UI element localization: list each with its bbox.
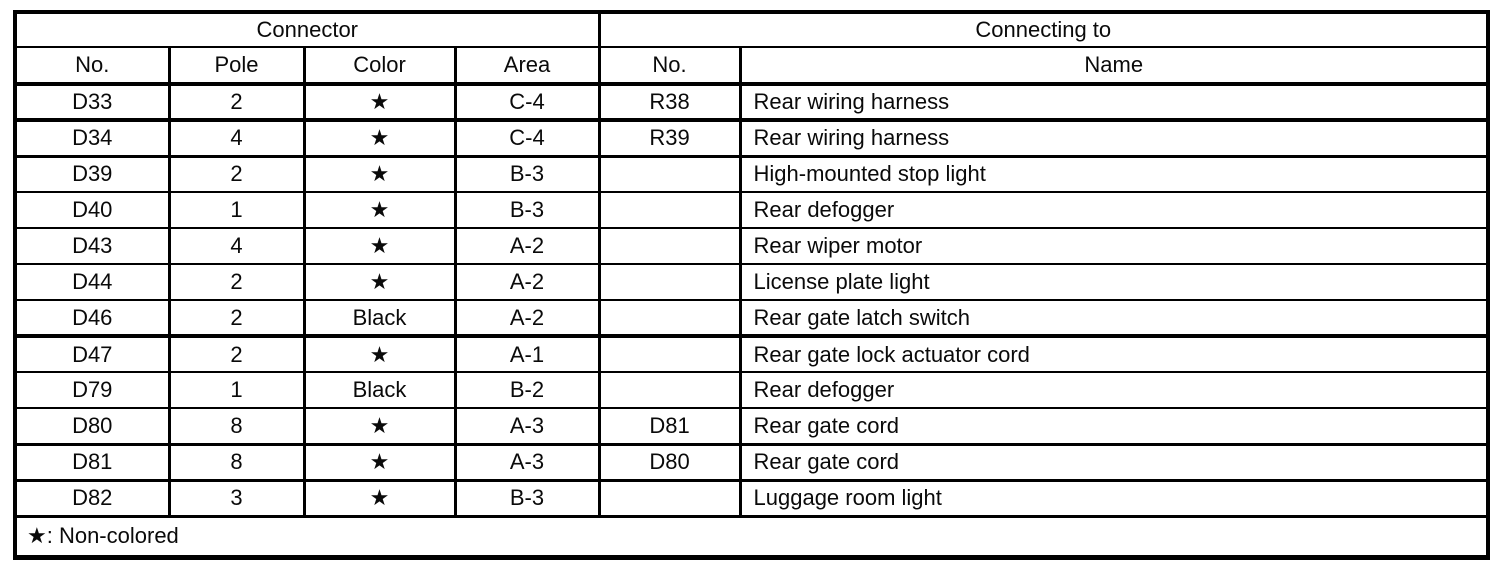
column-header-pole: Pole	[167, 46, 306, 86]
column-header-connecting-no: No.	[597, 46, 742, 86]
cell-connecting-no: D80	[597, 443, 742, 482]
cell-pole: 2	[167, 155, 306, 193]
table-row: D43 4 ★ A-2 Rear wiper motor	[13, 227, 1490, 265]
footnote: ★: Non-colored	[13, 514, 1490, 558]
table-row: D44 2 ★ A-2 License plate light	[13, 263, 1490, 301]
column-header-row: No. Pole Color Area No. Name	[13, 46, 1490, 86]
cell-connecting-no	[597, 191, 742, 229]
cell-connecting-no	[597, 479, 742, 518]
cell-area: C-4	[453, 83, 601, 122]
cell-area: B-3	[453, 155, 601, 193]
cell-connector-no: D46	[13, 299, 171, 338]
cell-area: A-2	[453, 227, 601, 265]
cell-color: ★	[302, 155, 457, 193]
cell-connecting-name: Luggage room light	[738, 479, 1490, 518]
cell-connecting-name: License plate light	[738, 263, 1490, 301]
cell-connecting-name: Rear gate cord	[738, 443, 1490, 482]
cell-color: Black	[302, 299, 457, 338]
cell-connecting-no: R39	[597, 119, 742, 158]
cell-pole: 8	[167, 443, 306, 482]
cell-area: B-3	[453, 191, 601, 229]
cell-connecting-name: Rear defogger	[738, 191, 1490, 229]
cell-color: ★	[302, 263, 457, 301]
cell-connecting-no	[597, 227, 742, 265]
cell-area: A-1	[453, 335, 601, 373]
table-row: D81 8 ★ A-3 D80 Rear gate cord	[13, 443, 1490, 482]
cell-connecting-no	[597, 299, 742, 338]
footnote-row: ★: Non-colored	[13, 514, 1490, 558]
cell-color: ★	[302, 83, 457, 122]
group-header-row: Connector Connecting to	[13, 11, 1490, 48]
table-row: D79 1 Black B-2 Rear defogger	[13, 371, 1490, 409]
cell-connector-no: D34	[13, 119, 171, 158]
cell-connector-no: D81	[13, 443, 171, 482]
cell-color: ★	[302, 407, 457, 446]
cell-connector-no: D33	[13, 83, 171, 122]
cell-connecting-no: D81	[597, 407, 742, 446]
table-body: D33 2 ★ C-4 R38 Rear wiring harness D34 …	[13, 83, 1490, 518]
column-header-color: Color	[302, 46, 457, 86]
cell-connecting-no	[597, 155, 742, 193]
cell-connector-no: D47	[13, 335, 171, 373]
column-header-connector-no: No.	[13, 46, 171, 86]
cell-connecting-no: R38	[597, 83, 742, 122]
table-row: D46 2 Black A-2 Rear gate latch switch	[13, 299, 1490, 338]
cell-color: ★	[302, 119, 457, 158]
cell-pole: 2	[167, 263, 306, 301]
table-row: D40 1 ★ B-3 Rear defogger	[13, 191, 1490, 229]
cell-area: C-4	[453, 119, 601, 158]
cell-connecting-no	[597, 335, 742, 373]
column-header-name: Name	[738, 46, 1490, 86]
cell-connector-no: D79	[13, 371, 171, 409]
cell-connecting-name: Rear gate latch switch	[738, 299, 1490, 338]
table-row: D34 4 ★ C-4 R39 Rear wiring harness	[13, 119, 1490, 158]
cell-color: Black	[302, 371, 457, 409]
cell-connecting-name: Rear wiper motor	[738, 227, 1490, 265]
cell-pole: 1	[167, 371, 306, 409]
group-header-connecting-to: Connecting to	[597, 11, 1490, 48]
cell-connector-no: D44	[13, 263, 171, 301]
cell-connecting-name: Rear gate cord	[738, 407, 1490, 446]
cell-area: B-2	[453, 371, 601, 409]
cell-area: A-2	[453, 263, 601, 301]
cell-color: ★	[302, 191, 457, 229]
cell-pole: 1	[167, 191, 306, 229]
table-row: D39 2 ★ B-3 High-mounted stop light	[13, 155, 1490, 193]
cell-connector-no: D40	[13, 191, 171, 229]
cell-connecting-name: Rear defogger	[738, 371, 1490, 409]
cell-area: A-2	[453, 299, 601, 338]
table-row: D82 3 ★ B-3 Luggage room light	[13, 479, 1490, 518]
cell-color: ★	[302, 227, 457, 265]
cell-pole: 8	[167, 407, 306, 446]
cell-area: A-3	[453, 407, 601, 446]
connector-table: Connector Connecting to No. Pole Color A…	[13, 10, 1490, 560]
cell-connecting-name: Rear wiring harness	[738, 119, 1490, 158]
cell-pole: 3	[167, 479, 306, 518]
cell-area: A-3	[453, 443, 601, 482]
cell-color: ★	[302, 335, 457, 373]
cell-pole: 2	[167, 83, 306, 122]
cell-connector-no: D43	[13, 227, 171, 265]
cell-pole: 2	[167, 335, 306, 373]
cell-connecting-no	[597, 371, 742, 409]
table-row: D80 8 ★ A-3 D81 Rear gate cord	[13, 407, 1490, 446]
table-row: D47 2 ★ A-1 Rear gate lock actuator cord	[13, 335, 1490, 373]
cell-pole: 4	[167, 227, 306, 265]
cell-connector-no: D80	[13, 407, 171, 446]
column-header-area: Area	[453, 46, 601, 86]
cell-connecting-name: High-mounted stop light	[738, 155, 1490, 193]
cell-pole: 2	[167, 299, 306, 338]
cell-color: ★	[302, 443, 457, 482]
cell-connector-no: D39	[13, 155, 171, 193]
cell-connector-no: D82	[13, 479, 171, 518]
table-row: D33 2 ★ C-4 R38 Rear wiring harness	[13, 83, 1490, 122]
cell-connecting-no	[597, 263, 742, 301]
cell-color: ★	[302, 479, 457, 518]
cell-area: B-3	[453, 479, 601, 518]
cell-connecting-name: Rear wiring harness	[738, 83, 1490, 122]
cell-pole: 4	[167, 119, 306, 158]
cell-connecting-name: Rear gate lock actuator cord	[738, 335, 1490, 373]
group-header-connector: Connector	[13, 11, 601, 48]
